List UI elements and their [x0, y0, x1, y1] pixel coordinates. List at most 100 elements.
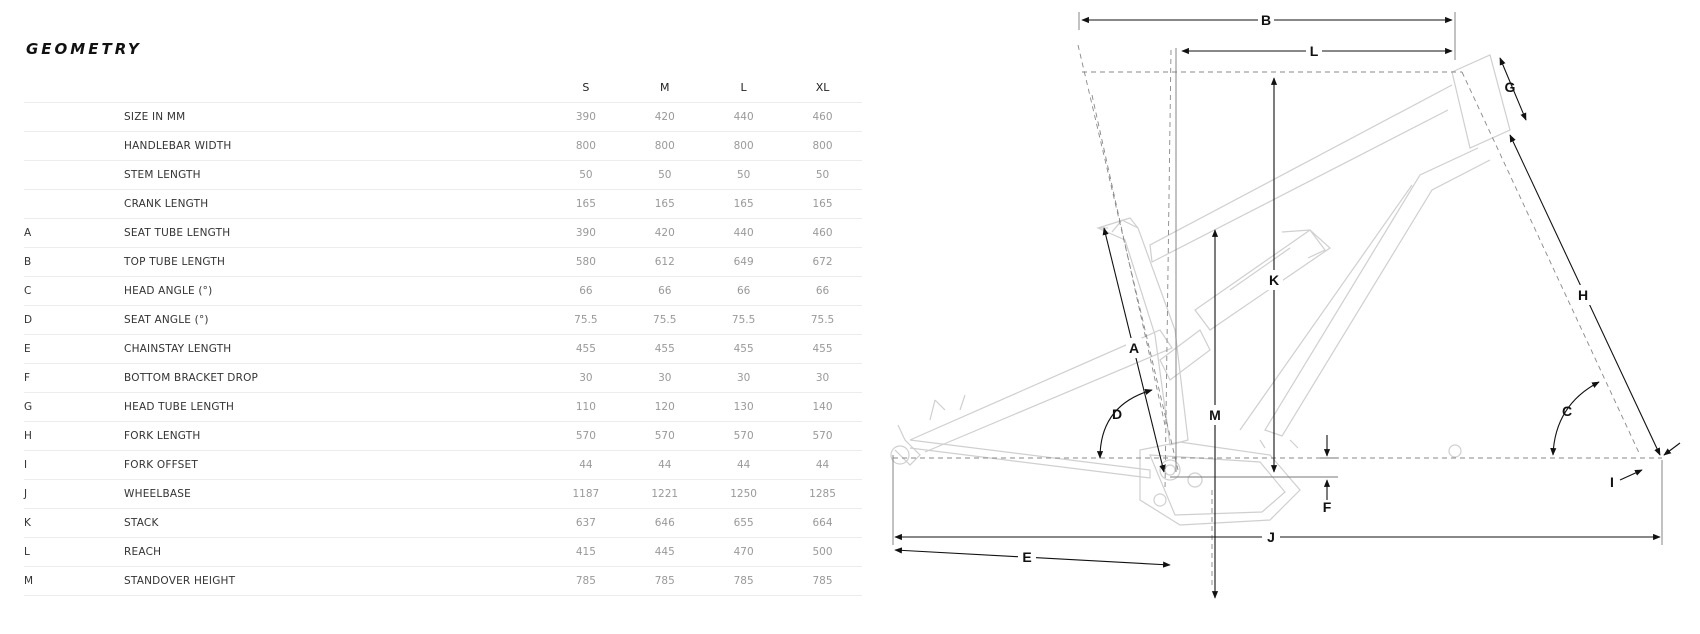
row-value-m: 570 — [625, 421, 705, 451]
geometry-title: GEOMETRY — [26, 40, 142, 58]
row-value-xl: 165 — [783, 189, 862, 219]
row-value-l: 440 — [704, 102, 784, 132]
row-value-s: 390 — [546, 102, 626, 132]
row-value-m: 420 — [625, 102, 705, 132]
row-value-m: 120 — [625, 392, 705, 422]
row-value-s: 75.5 — [546, 305, 626, 335]
row-value-l: 649 — [704, 247, 784, 277]
row-value-l: 75.5 — [704, 305, 784, 335]
row-measurement-name: TOP TUBE LENGTH — [124, 247, 547, 277]
row-letter: A — [24, 218, 125, 248]
row-value-s: 44 — [546, 450, 626, 480]
row-measurement-name: SEAT TUBE LENGTH — [124, 218, 547, 248]
row-value-xl: 570 — [783, 421, 862, 451]
row-letter: G — [24, 392, 125, 422]
row-letter: H — [24, 421, 125, 451]
row-value-s: 50 — [546, 160, 626, 190]
row-value-xl: 455 — [783, 334, 862, 364]
label-i: I — [1610, 474, 1614, 490]
row-measurement-name: HANDLEBAR WIDTH — [124, 131, 547, 161]
dimension-arrows — [894, 16, 1681, 599]
row-letter: B — [24, 247, 125, 277]
row-value-l: 455 — [704, 334, 784, 364]
row-letter — [24, 131, 125, 161]
row-value-s: 165 — [546, 189, 626, 219]
label-b: B — [1261, 12, 1271, 28]
row-value-s: 30 — [546, 363, 626, 393]
row-value-xl: 664 — [783, 508, 862, 538]
arrow-i — [1619, 469, 1643, 481]
label-f: F — [1323, 499, 1332, 515]
label-e: E — [1022, 549, 1031, 565]
label-k: K — [1269, 272, 1279, 288]
label-c: C — [1562, 403, 1572, 419]
header-size-s: S — [582, 80, 590, 94]
arrow-g — [1499, 57, 1527, 121]
label-d: D — [1112, 406, 1122, 422]
label-m: M — [1209, 407, 1221, 423]
row-value-xl: 785 — [783, 566, 862, 596]
row-measurement-name: STACK — [124, 508, 547, 538]
row-value-xl: 672 — [783, 247, 862, 277]
row-value-m: 1221 — [625, 479, 705, 509]
row-value-m: 420 — [625, 218, 705, 248]
bike-frame-outline — [890, 54, 1511, 526]
row-value-l: 800 — [704, 131, 784, 161]
row-value-s: 455 — [546, 334, 626, 364]
row-value-s: 800 — [546, 131, 626, 161]
row-letter: C — [24, 276, 125, 306]
header-size-m: M — [660, 80, 670, 94]
row-letter — [24, 102, 125, 132]
row-value-s: 785 — [546, 566, 626, 596]
header-size-l: L — [740, 80, 747, 94]
header-letter — [24, 72, 124, 103]
row-value-l: 130 — [704, 392, 784, 422]
row-value-l: 1250 — [704, 479, 784, 509]
row-measurement-name: SIZE IN MM — [124, 102, 547, 132]
row-value-xl: 460 — [783, 102, 862, 132]
row-letter: F — [24, 363, 125, 393]
label-l: L — [1310, 43, 1319, 59]
row-value-xl: 50 — [783, 160, 862, 190]
row-value-l: 655 — [704, 508, 784, 538]
row-value-xl: 66 — [783, 276, 862, 306]
row-value-s: 390 — [546, 218, 626, 248]
row-measurement-name: SEAT ANGLE (°) — [124, 305, 547, 335]
row-value-s: 66 — [546, 276, 626, 306]
row-value-l: 44 — [704, 450, 784, 480]
row-value-l: 570 — [704, 421, 784, 451]
row-value-l: 470 — [704, 537, 784, 567]
row-measurement-name: FORK OFFSET — [124, 450, 547, 480]
row-letter — [24, 160, 125, 190]
label-g: G — [1505, 79, 1516, 95]
row-value-m: 800 — [625, 131, 705, 161]
row-letter: K — [24, 508, 125, 538]
label-a: A — [1129, 340, 1139, 356]
row-letter: J — [24, 479, 125, 509]
bike-geometry-diagram: B L G K H A M D C I F J E — [890, 10, 1681, 599]
row-value-s: 637 — [546, 508, 626, 538]
row-letter: M — [24, 566, 125, 596]
row-value-m: 30 — [625, 363, 705, 393]
row-value-xl: 460 — [783, 218, 862, 248]
arrow-i-top — [1663, 442, 1681, 456]
row-measurement-name: HEAD TUBE LENGTH — [124, 392, 547, 422]
row-measurement-name: CRANK LENGTH — [124, 189, 547, 219]
row-value-xl: 500 — [783, 537, 862, 567]
row-value-l: 165 — [704, 189, 784, 219]
row-measurement-name: FORK LENGTH — [124, 421, 547, 451]
row-value-l: 66 — [704, 276, 784, 306]
